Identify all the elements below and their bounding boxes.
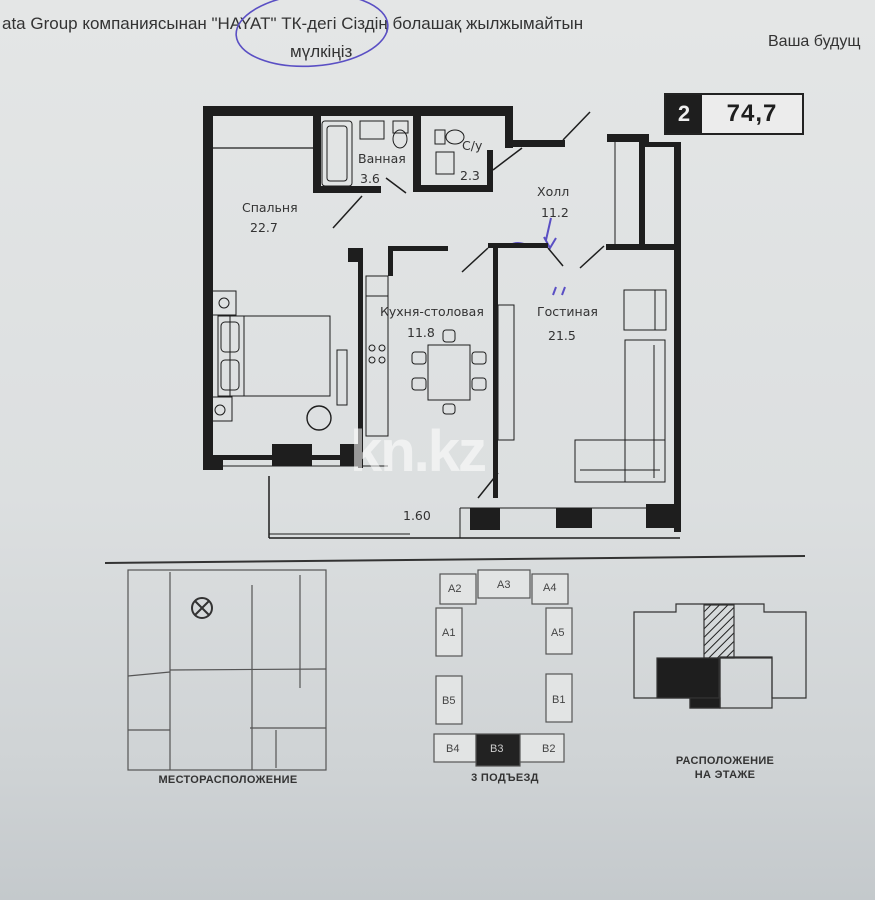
room-label-living: Гостиная — [537, 304, 598, 319]
block-a4: A4 — [543, 582, 556, 594]
block-b5: B5 — [442, 695, 455, 707]
room-count: 2 — [666, 95, 702, 133]
room-area-balcony: 1.60 — [403, 508, 431, 523]
block-b1: B1 — [552, 694, 565, 706]
room-area-toilet: 2.3 — [460, 168, 480, 183]
room-label-bathroom: Ванная — [358, 151, 406, 166]
block-a2: A2 — [448, 583, 461, 595]
header-kazakh-title: ata Group компаниясынан "HAYAT" ТК-дегі … — [2, 14, 584, 33]
watermark-logo: kn.kz — [350, 419, 487, 484]
location-marker-icon — [191, 597, 213, 619]
floor-position-caption-1: РАСПОЛОЖЕНИЕ — [675, 755, 775, 767]
header-russian-title: Ваша будущ — [768, 33, 861, 50]
room-area-living: 21.5 — [548, 328, 576, 343]
block-b2: B2 — [542, 743, 555, 755]
block-b3-highlighted: B3 — [490, 743, 503, 755]
location-map-caption: МЕСТОРАСПОЛОЖЕНИЕ — [158, 774, 298, 786]
apartment-badge: 2 74,7 — [664, 93, 804, 135]
block-a5: A5 — [551, 627, 564, 639]
room-area-bathroom: 3.6 — [360, 171, 380, 186]
header-kazakh-title-line2: мүлкіңіз — [290, 42, 353, 61]
room-label-bedroom: Спальня — [242, 200, 298, 215]
entrance-plan-caption: 3 ПОДЪЕЗД — [471, 772, 539, 784]
room-area-bedroom: 22.7 — [250, 220, 278, 235]
floor-position-caption-2: НА ЭТАЖЕ — [694, 769, 756, 781]
block-a1: A1 — [442, 627, 455, 639]
room-label-kitchen: Кухня-столовая — [380, 304, 484, 319]
block-a3: A3 — [497, 579, 510, 591]
total-area: 74,7 — [702, 95, 802, 133]
room-label-toilet: С/у — [462, 138, 483, 153]
block-b4: B4 — [446, 743, 459, 755]
room-label-hall: Холл — [537, 184, 569, 199]
room-area-hall: 11.2 — [541, 205, 569, 220]
room-area-kitchen: 11.8 — [407, 325, 435, 340]
